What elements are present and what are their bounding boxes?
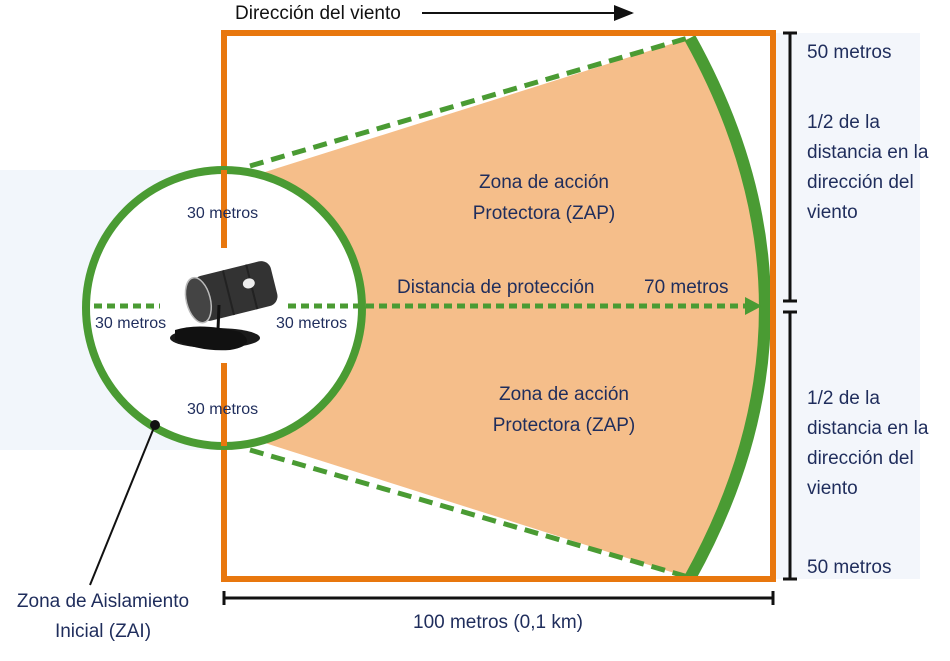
right-top-value: 50 metros: [807, 42, 891, 63]
zap-bottom-label-line1: Zona de acción: [499, 384, 629, 405]
right-top-desc-2: distancia en la: [807, 142, 929, 163]
right-top-desc-1: 1/2 de la: [807, 112, 880, 133]
zai-radius-top-label: 30 metros: [187, 205, 258, 222]
zap-top-label-line2: Protectora (ZAP): [473, 203, 616, 224]
wind-direction-label: Dirección del viento: [235, 3, 401, 24]
right-bottom-desc-3: dirección del: [807, 448, 914, 469]
right-top-desc-3: dirección del: [807, 172, 914, 193]
isolation-rectangle: [221, 30, 776, 582]
oil-barrel-icon: [170, 261, 278, 351]
zap-top-label-line1: Zona de acción: [479, 172, 609, 193]
bottom-dimension-label: 100 metros (0,1 km): [413, 612, 583, 633]
zai-radius-left-label: 30 metros: [95, 315, 166, 332]
zap-bottom-label-line2: Protectora (ZAP): [493, 415, 636, 436]
right-bottom-desc-4: viento: [807, 478, 858, 499]
right-top-desc-4: viento: [807, 202, 858, 223]
right-dimension-line: [783, 31, 797, 581]
bottom-dimension-line: [222, 591, 775, 605]
protection-distance-label: Distancia de protección: [397, 277, 595, 298]
zai-pointer-line: [89, 424, 156, 586]
zap-top-edge: [249, 35, 689, 169]
protective-action-zone: [224, 38, 765, 578]
background-wash-right: [775, 33, 920, 579]
zai-radius-bottom-label: 30 metros: [187, 401, 258, 418]
zai-label-line1: Zona de Aislamiento: [17, 591, 189, 612]
right-bottom-desc-1: 1/2 de la: [807, 388, 880, 409]
protection-boundary-arc: [684, 35, 771, 581]
protection-distance-arrowhead: [745, 297, 762, 315]
protection-distance-value: 70 metros: [644, 277, 728, 298]
zai-label-line2: Inicial (ZAI): [55, 621, 151, 642]
right-bottom-desc-2: distancia en la: [807, 418, 929, 439]
zap-bottom-edge: [249, 447, 689, 580]
zai-radius-right-label: 30 metros: [276, 315, 347, 332]
right-bottom-value: 50 metros: [807, 557, 891, 578]
